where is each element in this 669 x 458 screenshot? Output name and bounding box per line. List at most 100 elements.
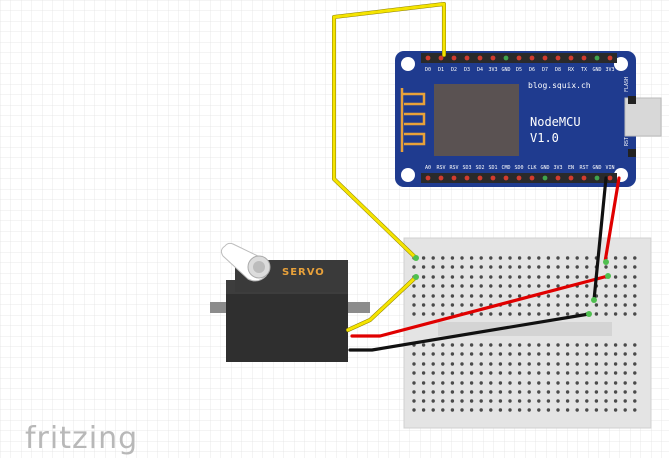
breadboard-hole bbox=[633, 275, 637, 279]
breadboard-hole bbox=[431, 381, 435, 385]
breadboard-hole bbox=[604, 362, 608, 366]
breadboard-hole bbox=[594, 303, 599, 307]
breadboard-hole bbox=[431, 399, 435, 403]
breadboard-hole bbox=[469, 408, 474, 412]
breadboard-hole bbox=[594, 371, 599, 375]
top-pin[interactable] bbox=[529, 55, 535, 61]
breadboard-hole bbox=[527, 408, 531, 412]
flash-button[interactable] bbox=[628, 96, 636, 104]
top-pin[interactable] bbox=[490, 55, 496, 61]
breadboard-hole bbox=[585, 408, 589, 412]
breadboard-hole bbox=[594, 343, 599, 347]
breadboard-hole bbox=[623, 371, 627, 375]
breadboard-hole bbox=[527, 390, 531, 394]
bottom-pin[interactable] bbox=[542, 175, 548, 181]
breadboard-hole bbox=[421, 303, 426, 307]
breadboard-hole bbox=[537, 284, 541, 288]
breadboard-hole bbox=[431, 352, 435, 356]
breadboard-hole bbox=[613, 265, 618, 269]
bottom-pin[interactable] bbox=[451, 175, 457, 181]
breadboard-hole bbox=[479, 312, 483, 316]
breadboard-hole bbox=[546, 362, 551, 366]
breadboard-hole bbox=[537, 362, 541, 366]
bottom-pin[interactable] bbox=[555, 175, 561, 181]
top-pin-label: D8 bbox=[555, 67, 561, 73]
bottom-pin[interactable] bbox=[529, 175, 535, 181]
breadboard-hole bbox=[546, 408, 551, 412]
breadboard-hole bbox=[431, 312, 435, 316]
breadboard-hole bbox=[604, 294, 608, 298]
top-pin[interactable] bbox=[451, 55, 457, 61]
breadboard-hole bbox=[527, 275, 531, 279]
bottom-pin[interactable] bbox=[516, 175, 522, 181]
breadboard-hole bbox=[594, 362, 599, 366]
top-pin[interactable] bbox=[607, 55, 613, 61]
bottom-pin[interactable] bbox=[425, 175, 431, 181]
bottom-pin[interactable] bbox=[594, 175, 600, 181]
breadboard-hole bbox=[594, 312, 599, 316]
bottom-pin[interactable] bbox=[438, 175, 444, 181]
breadboard-hole bbox=[623, 294, 627, 298]
bottom-pin[interactable] bbox=[490, 175, 496, 181]
breadboard-hole bbox=[527, 256, 531, 260]
breadboard-hole bbox=[556, 390, 560, 394]
breadboard-hole bbox=[498, 265, 503, 269]
breadboard-hole bbox=[613, 303, 618, 307]
bottom-pin[interactable] bbox=[607, 175, 613, 181]
bottom-pin-label: SD1 bbox=[488, 165, 497, 171]
board-name-line2: V1.0 bbox=[530, 131, 559, 145]
breadboard-hole bbox=[575, 362, 579, 366]
top-pin[interactable] bbox=[425, 55, 431, 61]
bottom-pin[interactable] bbox=[477, 175, 483, 181]
top-pin[interactable] bbox=[438, 55, 444, 61]
breadboard-hole bbox=[450, 275, 455, 279]
top-pin[interactable] bbox=[581, 55, 587, 61]
top-pin[interactable] bbox=[594, 55, 600, 61]
breadboard-hole bbox=[623, 381, 627, 385]
breadboard-hole bbox=[489, 294, 493, 298]
breadboard-hole bbox=[412, 352, 416, 356]
breadboard-hole bbox=[623, 275, 627, 279]
breadboard-hole bbox=[498, 390, 503, 394]
bottom-pin[interactable] bbox=[581, 175, 587, 181]
breadboard-hole bbox=[489, 275, 493, 279]
bottom-pin-label: RSV bbox=[436, 165, 445, 171]
breadboard-hole bbox=[431, 362, 435, 366]
breadboard-hole bbox=[537, 381, 541, 385]
breadboard-hole bbox=[479, 284, 483, 288]
breadboard-hole bbox=[575, 408, 579, 412]
top-pin[interactable] bbox=[503, 55, 509, 61]
bottom-pin[interactable] bbox=[568, 175, 574, 181]
breadboard-hole bbox=[633, 381, 637, 385]
top-pin[interactable] bbox=[516, 55, 522, 61]
bottom-pin[interactable] bbox=[503, 175, 509, 181]
breadboard-hole bbox=[421, 343, 426, 347]
breadboard-hole bbox=[633, 399, 637, 403]
breadboard-hole bbox=[556, 256, 560, 260]
breadboard-hole bbox=[546, 381, 551, 385]
top-pin-label: D7 bbox=[542, 67, 548, 73]
top-pin[interactable] bbox=[568, 55, 574, 61]
rst-button[interactable] bbox=[628, 149, 636, 157]
breadboard-hole bbox=[479, 303, 483, 307]
breadboard-hole bbox=[556, 371, 560, 375]
breadboard-hole bbox=[498, 343, 503, 347]
breadboard-hole bbox=[633, 265, 637, 269]
breadboard-hole bbox=[575, 371, 579, 375]
breadboard-hole bbox=[527, 303, 531, 307]
breadboard-hole bbox=[450, 381, 455, 385]
breadboard-hole bbox=[460, 362, 464, 366]
breadboard-hole bbox=[489, 284, 493, 288]
breadboard-hole bbox=[604, 265, 608, 269]
top-pin[interactable] bbox=[464, 55, 470, 61]
bottom-pin[interactable] bbox=[464, 175, 470, 181]
top-pin[interactable] bbox=[542, 55, 548, 61]
top-pin[interactable] bbox=[555, 55, 561, 61]
breadboard-hole bbox=[546, 303, 551, 307]
breadboard-hole bbox=[556, 284, 560, 288]
top-pin[interactable] bbox=[477, 55, 483, 61]
breadboard-hole bbox=[479, 408, 483, 412]
bottom-pin-label: GND bbox=[540, 165, 549, 171]
breadboard-hole bbox=[585, 256, 589, 260]
breadboard-hole bbox=[412, 284, 416, 288]
